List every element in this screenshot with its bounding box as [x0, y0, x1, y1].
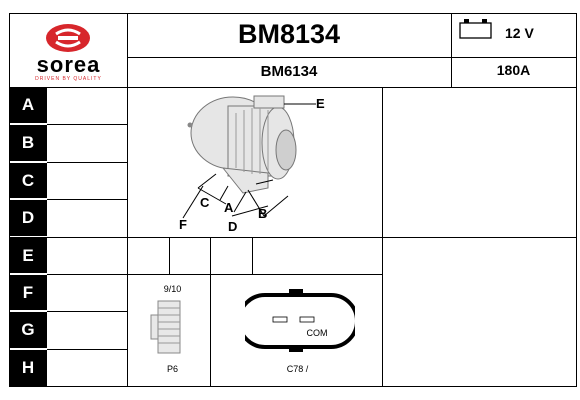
connector-label: COM — [306, 328, 328, 338]
label-d: D — [228, 219, 238, 234]
body-divider-right — [382, 87, 383, 387]
row-tab-d: D — [9, 200, 47, 236]
row-tab-g: G — [9, 312, 47, 348]
row-sep — [47, 311, 127, 312]
row-tab-f: F — [9, 275, 47, 310]
brand-name: sorea — [36, 52, 101, 77]
row-tab-e: E — [9, 238, 47, 273]
row-sep — [47, 162, 127, 163]
row-sep — [127, 274, 382, 275]
connector-icon — [237, 288, 359, 359]
connector-code: C78 / — [286, 364, 309, 374]
row-e-divider-3 — [252, 237, 253, 274]
row-sep — [9, 237, 576, 238]
row-tab-a: A — [9, 87, 47, 123]
frame-right — [576, 13, 577, 387]
row-sep — [47, 349, 127, 350]
row-tab-b: B — [9, 125, 47, 161]
row-tab-h: H — [9, 350, 47, 386]
header-divider-1 — [127, 13, 128, 87]
label-f: F — [179, 217, 187, 232]
label-e: E — [316, 96, 325, 111]
body-divider-left — [127, 87, 128, 387]
header-divider-2 — [451, 13, 452, 87]
brand-logo: sorea DRIVEN BY QUALITY — [10, 14, 127, 87]
alternator-drawing — [182, 95, 316, 219]
header-mid-line — [127, 57, 576, 58]
row-sep — [47, 124, 127, 125]
voltage: 12 V — [505, 25, 534, 41]
row-e-divider-1 — [169, 237, 170, 274]
alt-part-number: BM6134 — [260, 63, 318, 80]
row-sep — [47, 199, 127, 200]
row-tab-c: C — [9, 163, 47, 198]
sorea-logo-icon — [46, 24, 90, 52]
label-a: A — [224, 200, 234, 215]
frame-top — [9, 13, 576, 14]
pulley-icon — [148, 299, 188, 362]
battery-icon — [459, 18, 493, 45]
pulley-grooves: 9/10 — [163, 284, 182, 294]
amperage: 180A — [496, 62, 531, 78]
label-c: C — [200, 195, 210, 210]
row-sep — [47, 274, 127, 275]
bottom-panel-divider — [210, 274, 211, 386]
brand-tagline: DRIVEN BY QUALITY — [35, 76, 102, 82]
part-number: BM8134 — [237, 19, 341, 49]
label-b: B — [258, 206, 268, 221]
header-bottom-line — [9, 87, 576, 88]
pulley-type: P6 — [166, 364, 178, 374]
row-e-divider-2 — [210, 237, 211, 274]
frame-bottom — [9, 386, 576, 387]
alternator-diagram: E C A B F D — [128, 88, 382, 237]
